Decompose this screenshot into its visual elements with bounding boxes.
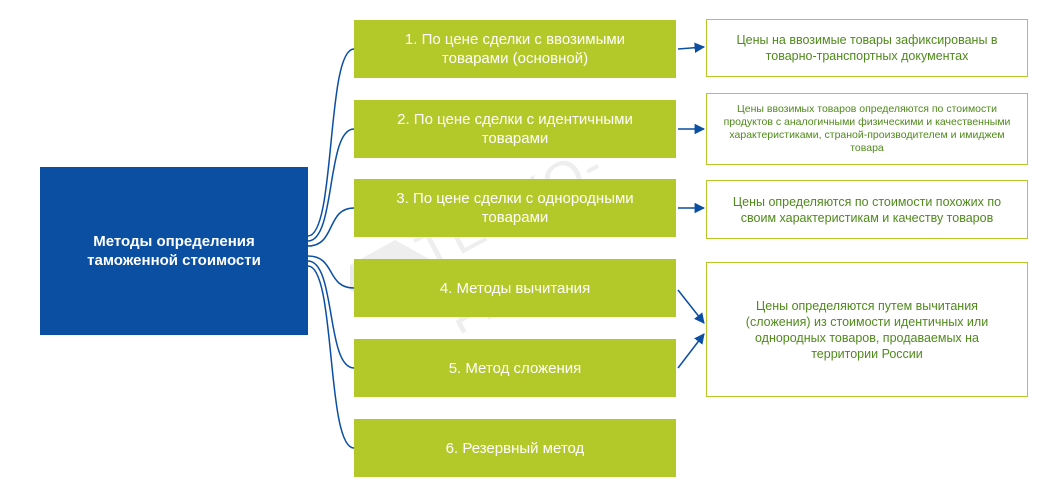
- method-box-6: 6. Резервный метод: [354, 419, 676, 477]
- description-text: Цены ввозимых товаров определяются по ст…: [723, 103, 1011, 154]
- connector-root-method-1: [307, 48, 355, 237]
- description-box-4: Цены определяются путем вычитания (сложе…: [706, 262, 1028, 397]
- method-label: 6. Резервный метод: [445, 439, 585, 457]
- root-node: Методы определения таможенной стоимости: [40, 167, 308, 335]
- description-box-2: Цены ввозимых товаров определяются по ст…: [706, 93, 1028, 165]
- connector-root-method-3: [307, 207, 355, 247]
- method-box-2: 2. По цене сделки с идентичными товарами: [354, 100, 676, 158]
- connector-root-method-5: [307, 260, 355, 369]
- root-title: Методы определения таможенной стоимости: [87, 233, 261, 269]
- description-text: Цены на ввозимые товары зафиксированы в …: [736, 33, 998, 63]
- method-label: 2. По цене сделки с идентичными товарами: [397, 111, 633, 147]
- method-label: 5. Метод сложения: [448, 359, 582, 377]
- description-text: Цены определяются по стоимости похожих п…: [732, 194, 1002, 225]
- method-box-4: 4. Методы вычитания: [354, 259, 676, 317]
- method-label: 3. По цене сделки с однородными товарами: [396, 190, 634, 226]
- method-box-3: 3. По цене сделки с однородными товарами: [354, 179, 676, 237]
- connector-root-method-4: [307, 255, 355, 289]
- arrow-method-1-desc-1: [677, 42, 706, 53]
- method-box-1: 1. По цене сделки с ввозимыми товарами (…: [354, 20, 676, 78]
- arrow-method-4-desc-4: [677, 289, 705, 324]
- description-box-1: Цены на ввозимые товары зафиксированы в …: [706, 19, 1028, 77]
- connector-root-method-6: [307, 265, 355, 449]
- description-box-3: Цены определяются по стоимости похожих п…: [706, 180, 1028, 239]
- description-text: Цены определяются путем вычитания (сложе…: [745, 298, 989, 361]
- method-label: 1. По цене сделки с ввозимыми товарами (…: [404, 31, 626, 67]
- arrow-method-5-desc-4: [677, 333, 705, 369]
- method-label: 4. Методы вычитания: [439, 279, 591, 297]
- connector-root-method-2: [307, 128, 355, 242]
- method-box-5: 5. Метод сложения: [354, 339, 676, 397]
